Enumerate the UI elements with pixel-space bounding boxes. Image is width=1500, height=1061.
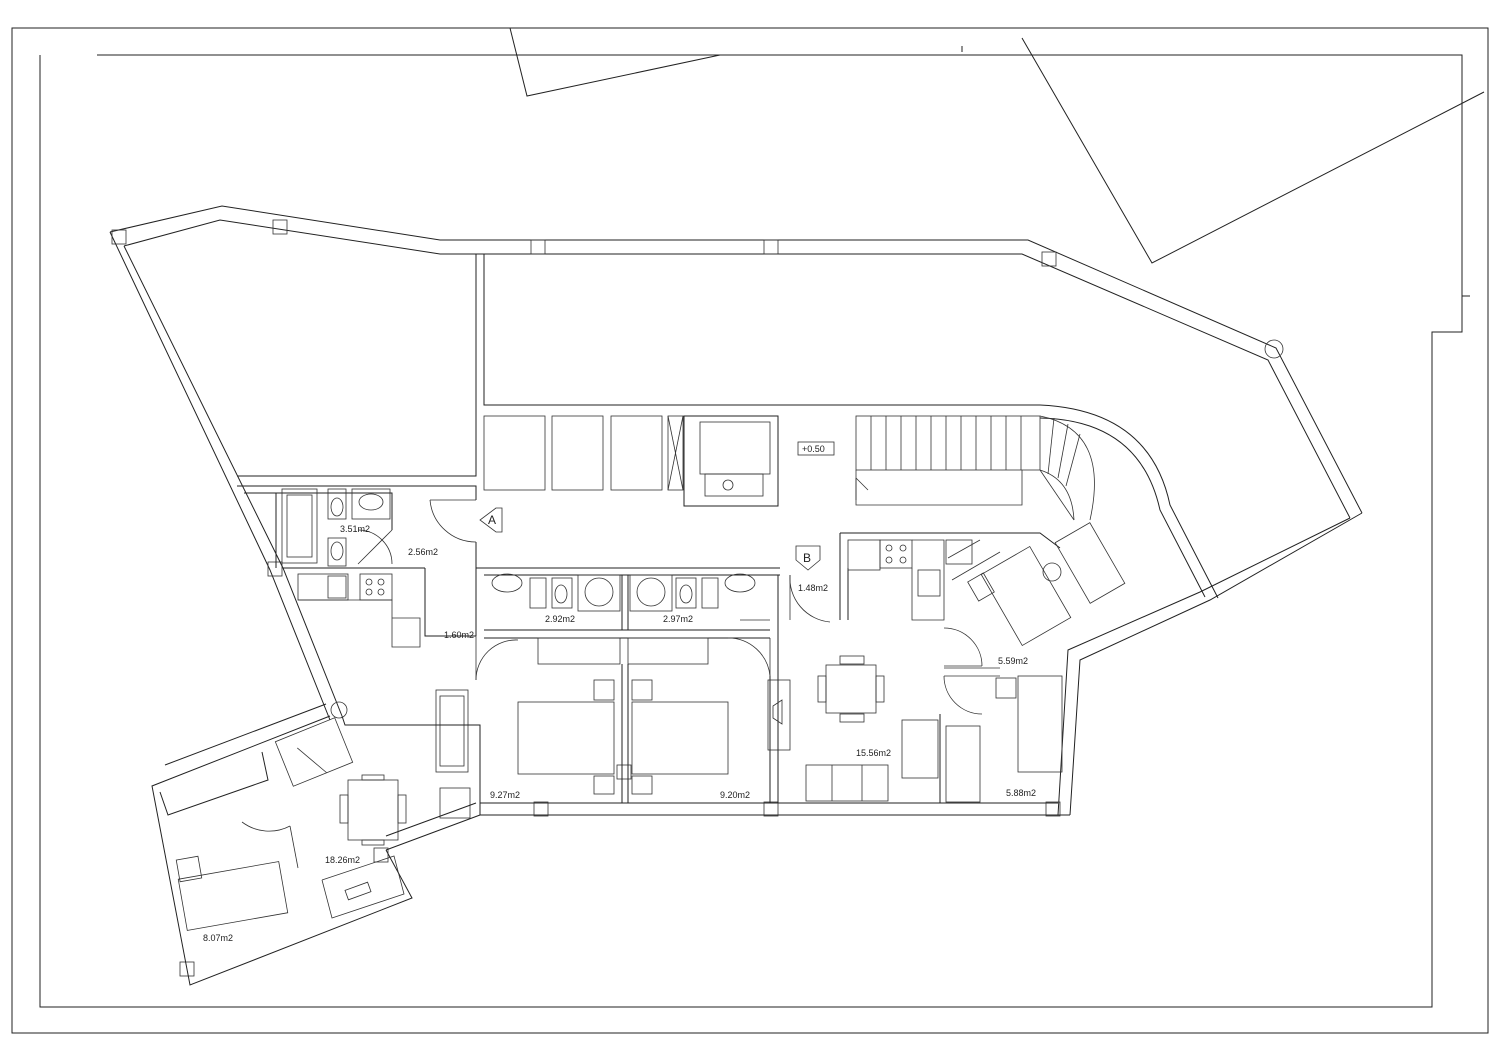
terraces (237, 254, 1219, 599)
section-marker-b: B (803, 551, 811, 565)
room-area-label: 2.92m2 (545, 614, 575, 624)
room-area-label: 8.07m2 (203, 933, 233, 943)
perimeter-wall (109, 205, 1363, 816)
room-area-label: 1.48m2 (798, 583, 828, 593)
apartment-right (805, 522, 1126, 803)
room-area-label: 9.20m2 (720, 790, 750, 800)
section-marker-a: A (488, 513, 496, 527)
apartment-left: A (237, 485, 519, 851)
level-marker: +0.50 (802, 444, 825, 454)
room-area-label: 2.56m2 (408, 547, 438, 557)
storage-and-lift: +0.50 (483, 415, 835, 507)
room-area-label: 9.27m2 (490, 790, 520, 800)
site-boundary (509, 27, 1485, 297)
room-area-label: 18.26m2 (325, 855, 360, 865)
drawing-frame (11, 27, 1489, 1034)
staircase (855, 415, 1095, 521)
room-area-label: 5.59m2 (998, 656, 1028, 666)
apartment-center: B (476, 545, 831, 803)
room-area-label: 1.60m2 (444, 630, 474, 640)
room-area-label: 3.51m2 (340, 524, 370, 534)
room-area-label: 2.97m2 (663, 614, 693, 624)
room-area-label: 15.56m2 (856, 748, 891, 758)
bedroom-left (151, 703, 413, 986)
room-area-label: 5.88m2 (1006, 788, 1036, 798)
structural-columns (111, 219, 1284, 977)
room-area-labels: 3.51m2 2.56m2 1.60m2 2.92m2 2.97m2 1.48m… (203, 524, 1036, 943)
